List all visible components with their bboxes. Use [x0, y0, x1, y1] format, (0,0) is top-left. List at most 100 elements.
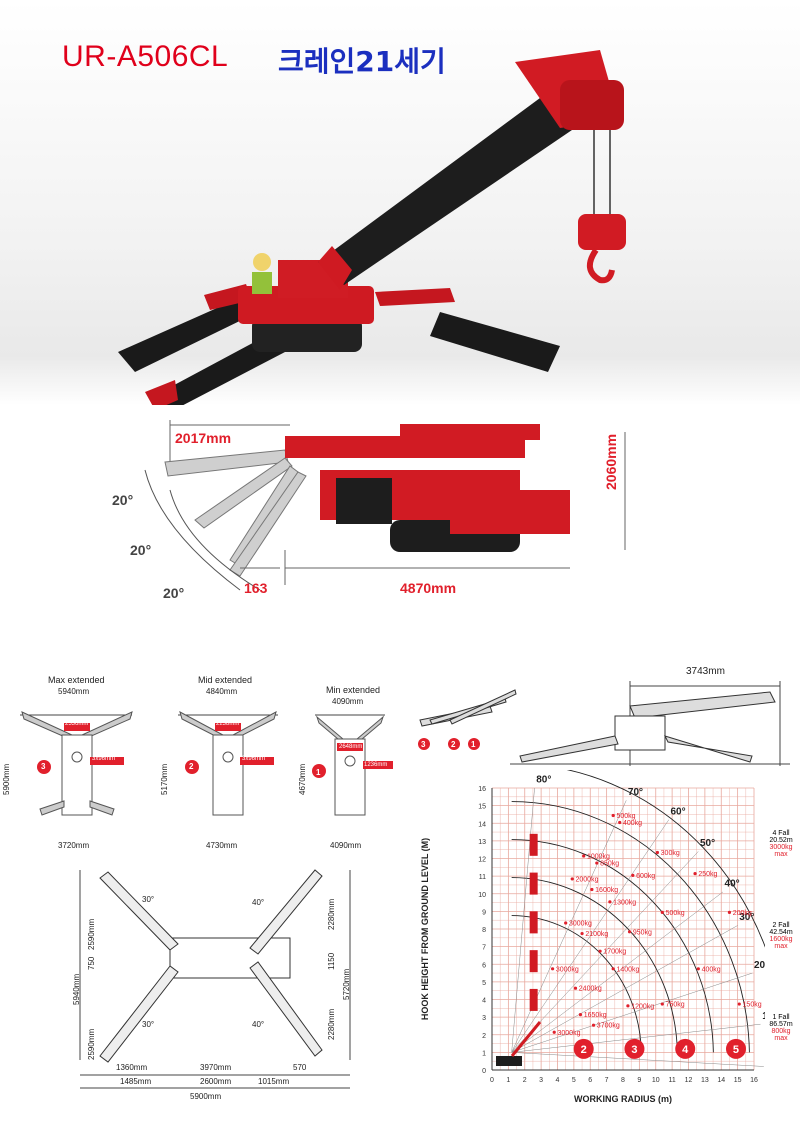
boom-arc: [511, 915, 642, 1053]
mode-width-bottom: 4730mm: [206, 841, 238, 850]
angle-label: 70°: [628, 787, 643, 798]
load-point: [552, 1030, 556, 1034]
boom-section-label: 5: [733, 1044, 739, 1056]
load-point: [580, 931, 584, 936]
boom-section-badge: [573, 1038, 594, 1059]
angle-label: 10°: [762, 1011, 765, 1022]
x-tick-label: 13: [701, 1077, 709, 1084]
x-tick-label: 14: [717, 1077, 725, 1084]
mode-load2: 1236mm: [364, 762, 388, 768]
y-tick-label: 15: [478, 804, 486, 811]
mode-width-top: 4840mm: [206, 687, 238, 696]
angle-label: 30°: [739, 912, 754, 923]
x-axis-label: WORKING RADIUS (m): [574, 1094, 672, 1104]
mode-width-bottom: 4090mm: [330, 841, 362, 850]
side-badge: 1: [471, 740, 476, 749]
load-label: 750kg: [666, 1002, 685, 1009]
angle-label: 40°: [725, 879, 740, 890]
load-point: [627, 930, 632, 934]
mode-width-top: 5940mm: [58, 687, 90, 696]
load-label: 1200kg: [631, 1003, 654, 1010]
brand-title: 크레인21세기: [278, 45, 446, 78]
y-tick-label: 3: [482, 1015, 486, 1022]
load-label: 1600kg: [595, 887, 618, 894]
plan-bottom-total: 5900mm: [190, 1092, 222, 1101]
boom-section-icon: [529, 833, 538, 856]
origin-crane-boom: [510, 1021, 542, 1057]
plan-left-total: 5940mm: [72, 973, 81, 1005]
y-tick-label: 1: [482, 1050, 486, 1057]
y-tick-label: 14: [478, 821, 486, 828]
load-point: [590, 887, 594, 892]
load-label: 2400kg: [579, 986, 602, 993]
y-tick-label: 7: [482, 945, 486, 952]
x-tick-label: 15: [734, 1077, 742, 1084]
load-label: 3000kg: [569, 920, 592, 927]
load-label: 300kg: [661, 850, 680, 857]
plan-bottom-dim: 1015mm: [258, 1077, 290, 1086]
x-tick-label: 0: [490, 1077, 494, 1084]
plan-view-diagram: [79, 869, 351, 1089]
load-label: 400kg: [702, 966, 721, 973]
offset-dim: 163: [244, 580, 268, 596]
angle-line: [511, 787, 535, 1053]
load-label: 200kg: [733, 910, 752, 917]
load-point: [595, 861, 599, 865]
plan-bottom-dim: 1360mm: [116, 1063, 148, 1072]
load-label: 1700kg: [603, 949, 626, 956]
plan-left-dim: 2590mm: [87, 918, 96, 950]
load-label: 600kg: [636, 873, 655, 880]
plan-angle: 40°: [252, 898, 265, 907]
y-tick-label: 16: [478, 786, 486, 793]
plan-right-total: 5720mm: [342, 968, 351, 1000]
load-point: [737, 1002, 741, 1006]
boom-section-badge: [725, 1038, 746, 1059]
angle-line: [511, 1023, 761, 1053]
y-tick-label: 10: [478, 892, 486, 899]
load-label: 500kg: [616, 813, 635, 820]
angle-label: 20°: [163, 585, 185, 601]
load-point: [591, 1023, 596, 1027]
load-point: [660, 910, 664, 914]
load-point: [564, 921, 568, 925]
x-tick-label: 4: [556, 1077, 560, 1084]
y-tick-label: 12: [478, 857, 486, 864]
load-point: [550, 967, 555, 971]
plan-angle: 30°: [142, 1020, 155, 1029]
plan-angle: 30°: [142, 895, 155, 904]
boom-section-icon: [529, 872, 538, 895]
angle-line: [511, 972, 753, 1053]
crane-photo: [118, 50, 626, 405]
crane-side-diagram: [144, 420, 626, 591]
mode-title: Max extended: [48, 675, 105, 685]
angle-label: 50°: [700, 838, 715, 849]
angle-line: [511, 819, 670, 1053]
load-label: 150kg: [743, 1002, 762, 1009]
x-tick-label: 11: [668, 1077, 675, 1084]
y-tick-label: 6: [482, 962, 486, 969]
x-tick-label: 2: [523, 1077, 527, 1084]
y-axis-label: HOOK HEIGHT FROM GROUND LEVEL (M): [420, 838, 430, 1020]
boom-section-icon: [529, 988, 538, 1011]
length-dim: 4870mm: [400, 580, 457, 596]
y-tick-label: 9: [482, 909, 486, 916]
load-label: 3000kg: [558, 1030, 581, 1037]
origin-crane-icon: [496, 1056, 522, 1066]
plan-bottom-dim: 570: [293, 1063, 307, 1072]
y-tick-label: 4: [482, 998, 486, 1005]
angle-label: 60°: [670, 806, 685, 817]
x-tick-label: 7: [605, 1077, 609, 1084]
load-point: [611, 813, 615, 818]
angle-label: 20°: [754, 960, 765, 971]
boom-section-icon: [529, 911, 538, 934]
x-tick-label: 9: [637, 1077, 641, 1084]
angle-label: 20°: [112, 492, 134, 508]
load-label: 2000kg: [576, 876, 599, 883]
x-tick-label: 12: [685, 1077, 693, 1084]
y-tick-label: 11: [479, 874, 486, 881]
boom-arc: [511, 839, 714, 1053]
x-tick-label: 6: [588, 1077, 592, 1084]
load-point: [696, 967, 700, 971]
x-tick-label: 1: [506, 1077, 510, 1084]
